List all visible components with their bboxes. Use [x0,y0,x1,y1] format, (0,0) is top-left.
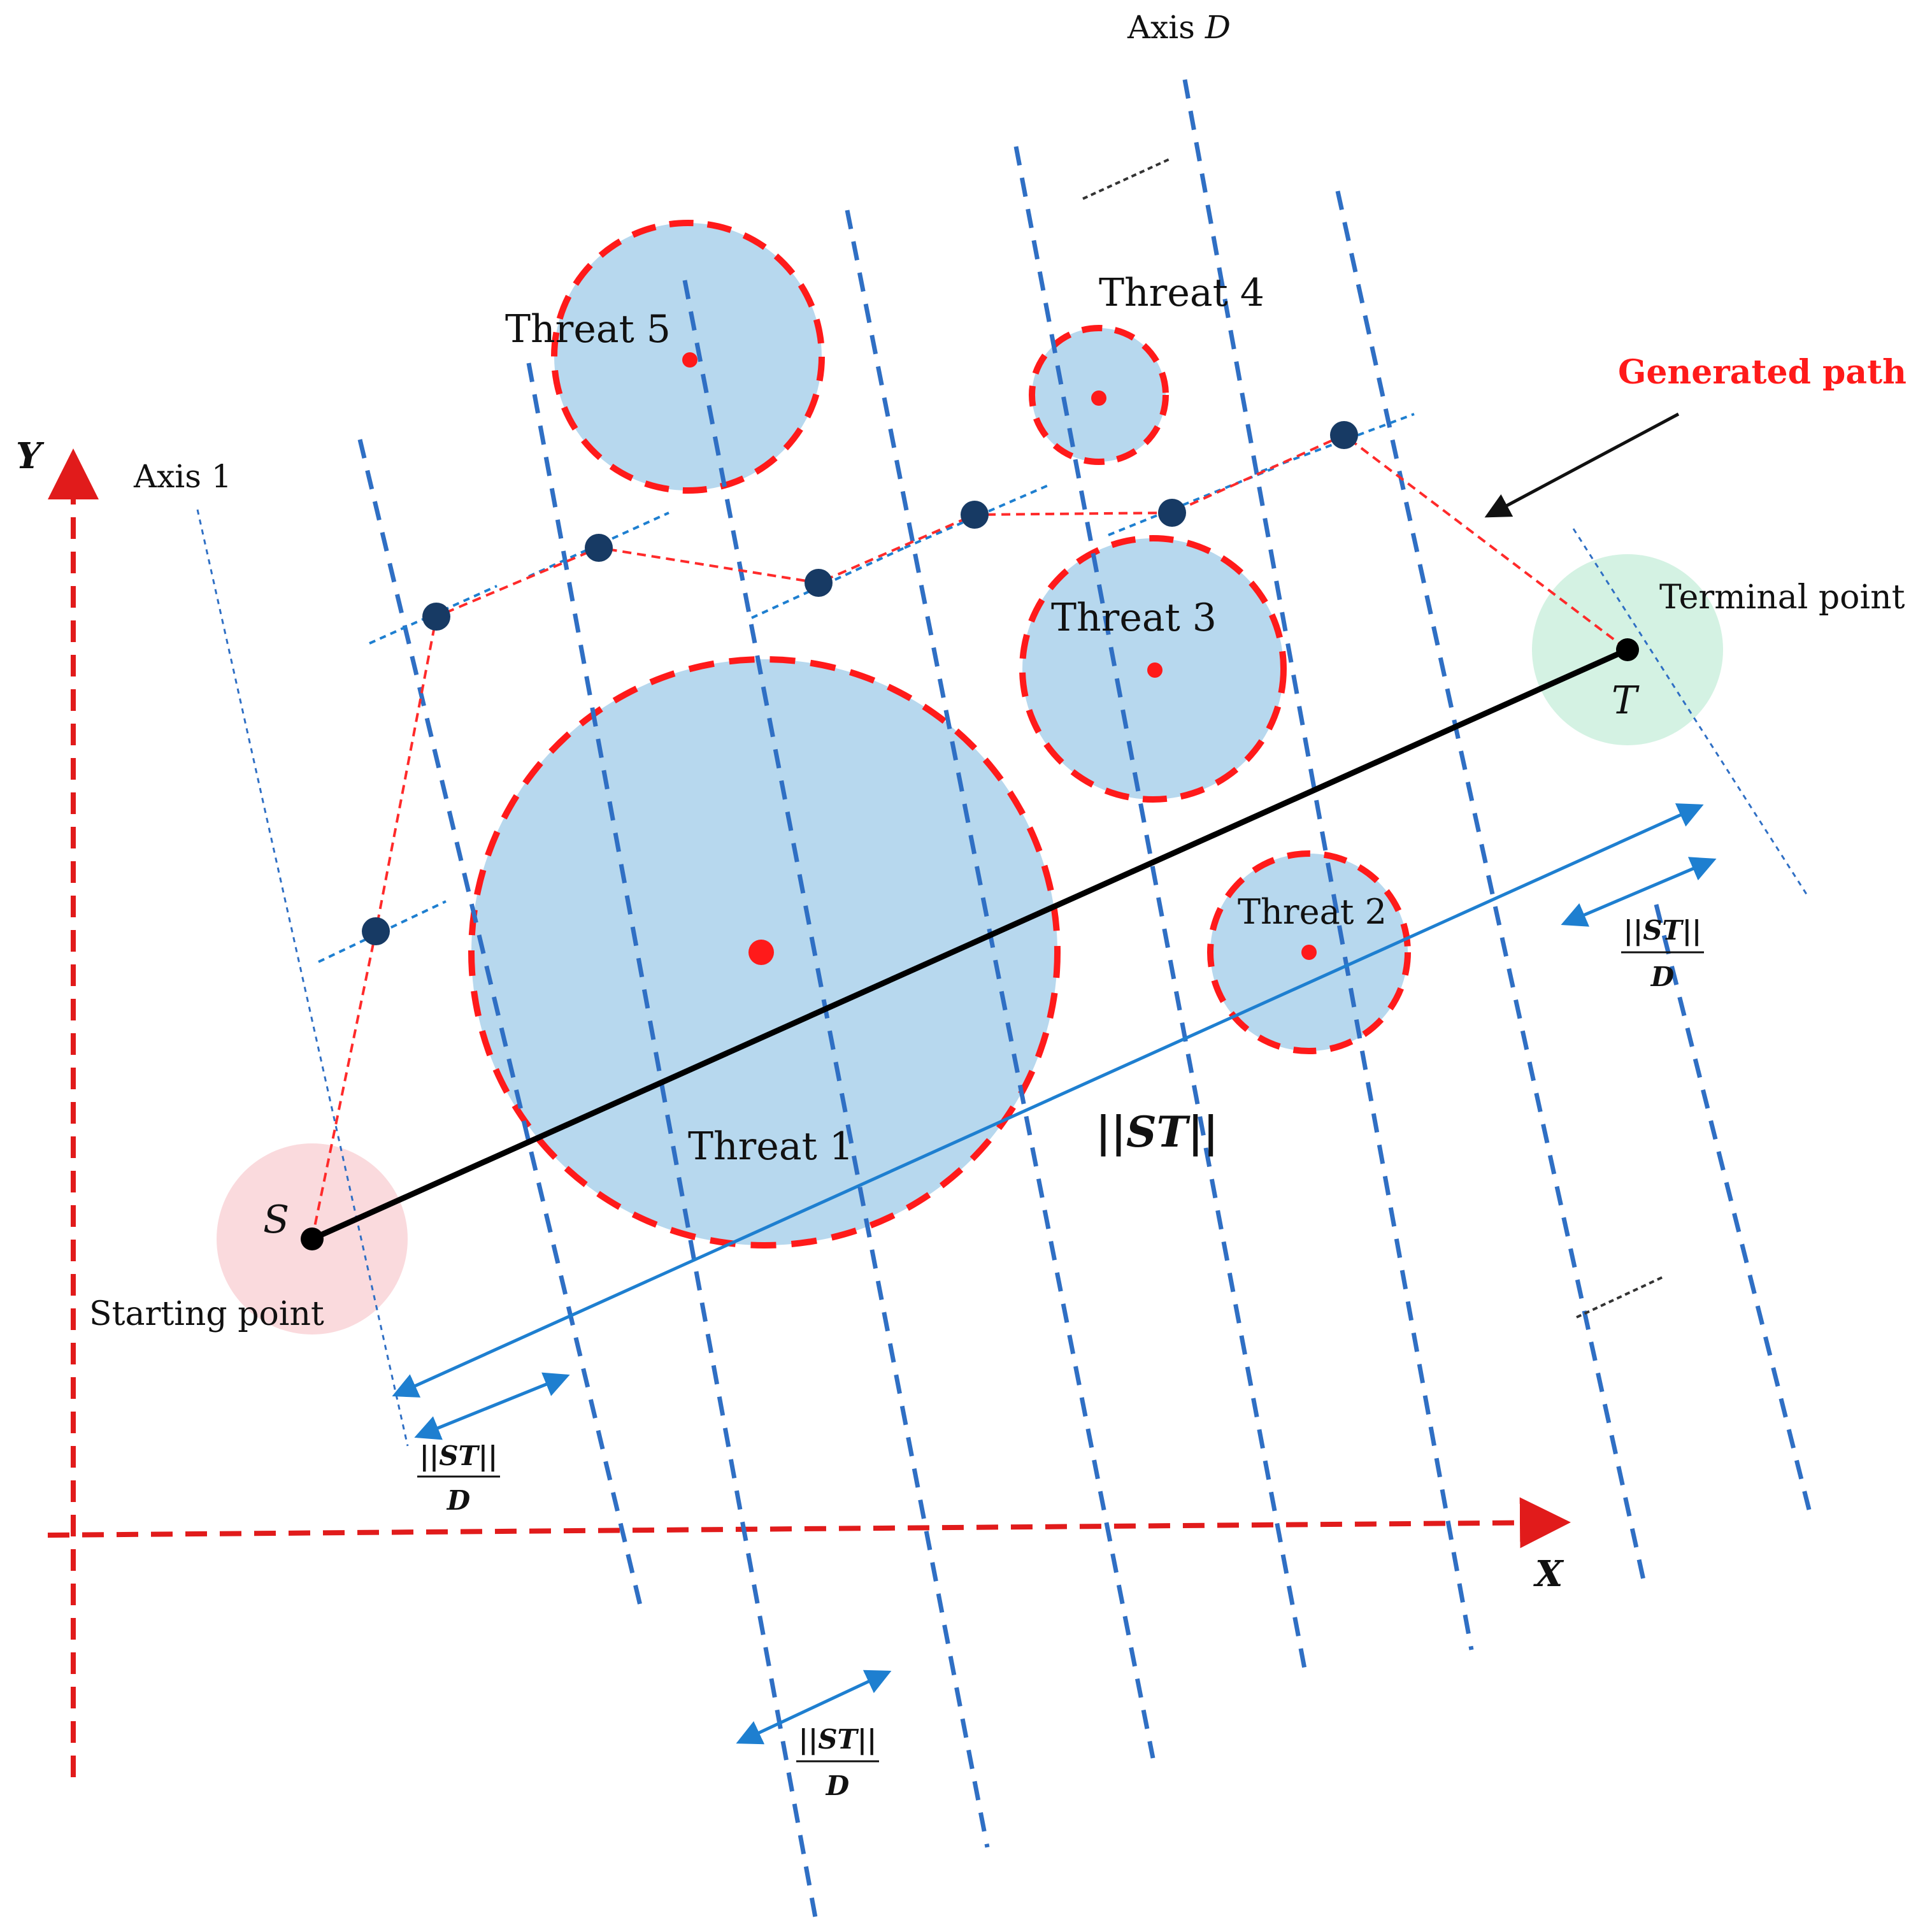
terminal-point-marker [1616,638,1639,661]
terminal-point-label: Terminal point [1659,578,1905,617]
spacing-arrow-bottom [736,1670,892,1745]
axis-line [845,210,1156,1759]
starting-point-label: Starting point [89,1295,324,1333]
start-point-marker [301,1227,324,1250]
threat-4-center [1091,390,1106,406]
path-node [1158,499,1186,527]
axis-line [196,509,409,1447]
generated-path-pointer [1484,412,1680,518]
st-dimension-line [392,803,1704,1398]
threat-1-center [748,940,774,965]
spacing-arrow-left [414,1372,570,1440]
fraction-label-left: ||ST|| D [417,1440,500,1516]
path-nodes [362,421,1358,945]
threat-4-label: Threat 4 [1099,271,1264,315]
fraction-label-right: ||ST|| D [1621,915,1704,992]
start-letter: S [263,1198,289,1242]
svg-text:||ST||: ||ST|| [799,1724,877,1755]
spacing-arrow-right [1561,857,1717,927]
threat-3-label: Threat 3 [1051,596,1217,640]
axis-line [357,439,643,1606]
axis-d-label: Axis D [1127,9,1231,46]
threat-1-label: Threat 1 [688,1124,854,1169]
axis-1-label: Axis 1 [133,458,232,495]
fraction-label-bottom: ||ST|| D [796,1724,879,1801]
svg-text:D: D [826,1770,850,1801]
x-axis-label: X [1533,1553,1564,1595]
axis-lines-group [196,79,1812,1918]
path-node [805,569,833,597]
path-node [1330,421,1358,449]
path-node [422,603,450,631]
threat-2-center [1301,945,1317,960]
st-norm-label: ||ST|| [1096,1107,1219,1157]
ellipsis-mark-top [1082,157,1173,200]
path-node [362,917,390,945]
axis-line [1572,528,1810,899]
y-axis-label: Y [16,435,45,477]
threats-layer [468,220,1411,1249]
ellipsis-mark-bottom [1576,1276,1663,1319]
svg-text:D: D [1650,961,1675,992]
axis-line [526,362,818,1918]
path-node [585,534,613,562]
threat-3-center [1147,662,1163,678]
svg-text:||ST||: ||ST|| [420,1440,498,1471]
x-axis-line [47,1497,1571,1549]
axis-line [1335,190,1646,1580]
threat-5-center [682,352,698,368]
path-node [961,501,989,529]
axis-line [1654,904,1812,1510]
svg-text:D: D [447,1485,471,1516]
svg-text:||ST||: ||ST|| [1624,915,1702,946]
terminal-letter: T [1612,678,1640,723]
threat-5-label: Threat 5 [505,307,671,352]
threat-2-label: Threat 2 [1238,892,1387,932]
generated-path-label: Generated path [1618,353,1907,392]
